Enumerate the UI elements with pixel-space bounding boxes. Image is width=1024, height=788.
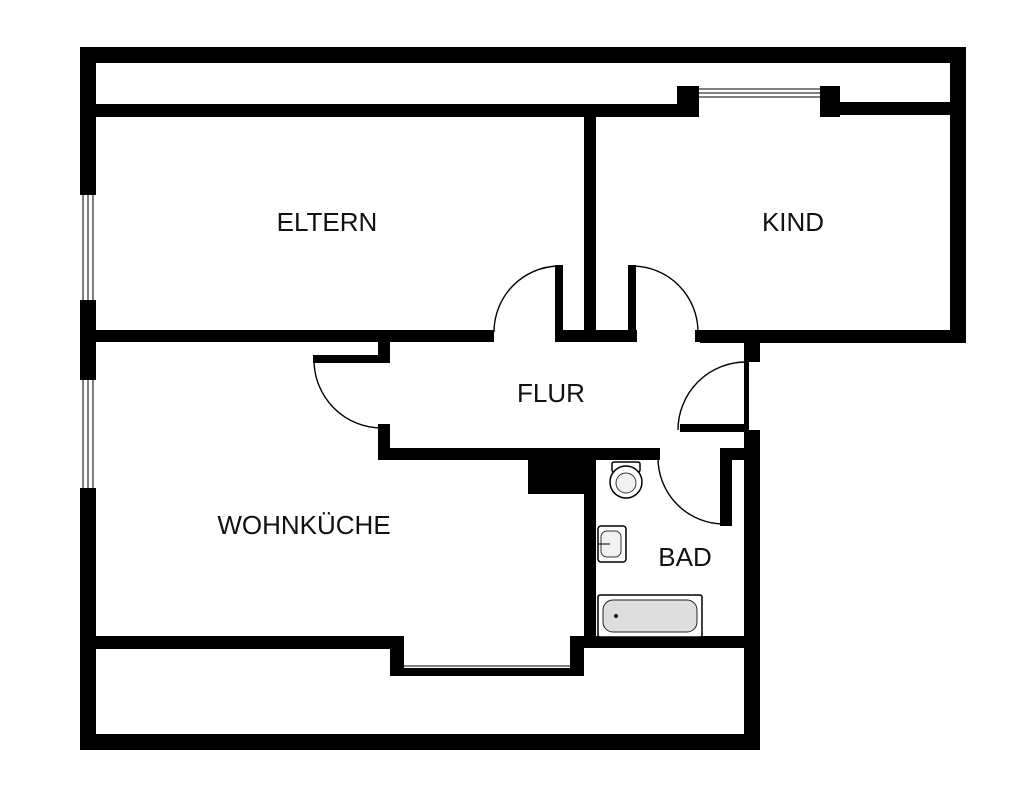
wall-left-2 — [80, 300, 96, 380]
room-label-wohnkueche: WOHNKÜCHE — [217, 510, 390, 540]
room-label-flur: FLUR — [517, 378, 585, 408]
bathtub-icon — [597, 594, 703, 638]
wall-left-1 — [80, 47, 96, 195]
outer-walls — [80, 47, 966, 750]
wall-right-step — [700, 330, 966, 343]
wall-top — [80, 47, 966, 63]
wall-right-upper — [950, 47, 966, 343]
room-label-eltern: ELTERN — [277, 207, 378, 237]
wall-left-3 — [80, 488, 96, 750]
window-wohnkueche — [404, 665, 570, 675]
room-label-bad: BAD — [658, 542, 711, 572]
door-entrance — [677, 361, 749, 431]
window-left-lower — [82, 380, 94, 488]
wall-bottom — [80, 734, 760, 750]
window-kind — [697, 88, 822, 98]
chimney — [528, 458, 588, 494]
door-wohnkueche — [313, 356, 383, 429]
window-left-upper — [82, 195, 94, 300]
door-eltern — [493, 265, 560, 333]
door-kind — [630, 265, 699, 333]
door-bad — [657, 457, 725, 525]
toilet-icon — [609, 461, 643, 499]
wall-right-lower-2 — [744, 430, 760, 750]
sink-icon — [597, 525, 627, 563]
interior-walls — [96, 112, 760, 676]
room-label-kind: KIND — [762, 207, 824, 237]
knee-wall-top — [96, 86, 950, 117]
